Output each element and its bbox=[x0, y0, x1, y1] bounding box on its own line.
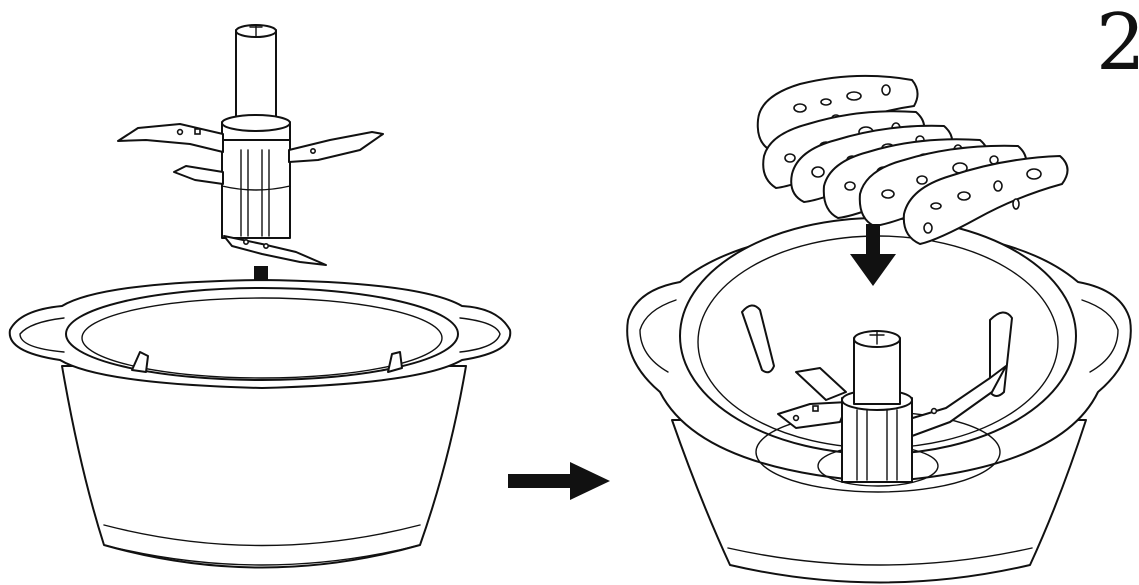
transition-arrow bbox=[508, 462, 610, 500]
blade-assembly bbox=[118, 25, 383, 265]
bowl-left bbox=[10, 280, 511, 568]
food-slices bbox=[758, 76, 1068, 244]
